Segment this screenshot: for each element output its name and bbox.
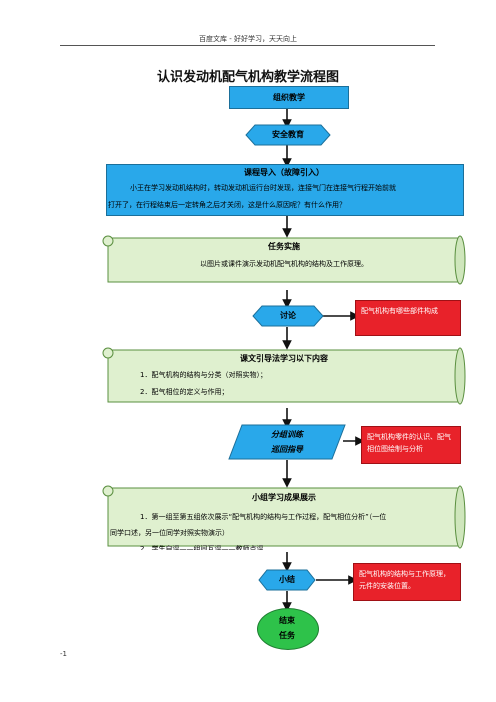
note-discuss: 配气机构有哪些部件构成	[355, 300, 461, 336]
header-divider	[60, 45, 435, 46]
course-intro-title: 课程导入（故障引入）	[244, 168, 324, 177]
results-line-2: 同学口述，另一位同学对照实物演示）	[110, 529, 229, 537]
step-group-shape	[228, 424, 346, 460]
step-safety-shape	[245, 124, 331, 146]
step-organize-teaching: 组织教学	[229, 86, 349, 109]
page-title: 认识发动机配气机构教学流程图	[156, 70, 339, 85]
step-discuss: 讨论	[280, 311, 296, 320]
task-title: 任务实施	[268, 242, 300, 251]
note-summary: 配气机构的结构与工作原理，元件的安装位置。	[353, 563, 461, 601]
step-task-scroll-shape	[102, 235, 466, 285]
step-safety-education: 安全教育	[272, 130, 304, 139]
step-results-scroll-shape	[102, 485, 466, 549]
step-summary: 小结	[279, 575, 295, 584]
step-end-circle	[257, 608, 319, 650]
results-title: 小组学习成果展示	[252, 493, 316, 502]
study-item-2: 2．配气相位的定义与作用；	[140, 388, 229, 396]
group-line-1: 分组训练	[271, 430, 303, 439]
page-header: 百度文库 - 好好学习，天天向上	[199, 35, 297, 43]
end-line-1: 结束	[279, 616, 295, 625]
results-line-1: 1．第一组至第五组依次展示“配气机构的结构与工作过程，配气相位分析”（一位	[140, 513, 387, 521]
step-summary-shape	[258, 569, 316, 591]
course-intro-line1: 小王在学习发动机结构时，转动发动机运行台时发现，连接气门在连接气行程开始前就	[130, 184, 396, 192]
step-study-scroll-shape	[102, 347, 466, 405]
note-group: 配气机构零件的认识、配气相位图绘制与分析	[361, 426, 461, 464]
page-number: -1	[60, 650, 67, 658]
group-line-2: 巡回指导	[271, 445, 303, 454]
study-item-1: 1．配气机构的结构与分类（对照实物）；	[140, 371, 267, 379]
study-title: 课文引导法学习以下内容	[240, 354, 328, 363]
course-intro-line2: 打开了，在行程结束后一定转角之后才关闭，这是什么原因呢？有什么作用？	[108, 201, 346, 209]
results-line-3: 2．学生自评——组间互评——教师点评	[140, 545, 264, 550]
step-course-intro	[106, 164, 464, 216]
step-discuss-shape	[252, 305, 324, 327]
task-description: 以图片或课件演示发动机配气机构的结构及工作原理。	[200, 260, 368, 268]
end-line-2: 任务	[279, 631, 295, 640]
